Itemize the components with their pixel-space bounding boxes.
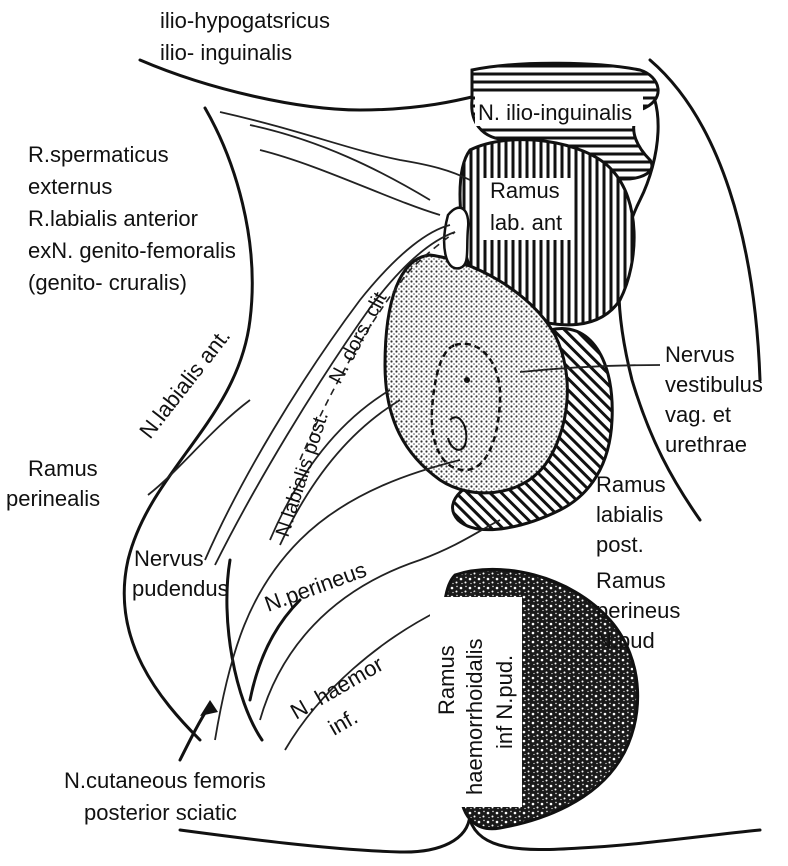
nerve-ilio-2 <box>250 125 430 200</box>
label-ramus-labialis-post-2: labialis <box>596 502 663 527</box>
label-externus: externus <box>28 174 112 199</box>
label-ramus-lab-ant-2: lab. ant <box>490 210 562 235</box>
arrowhead <box>200 700 218 716</box>
label-n-ilio-inguinalis: N. ilio-inguinalis <box>478 100 632 125</box>
outer-body-outline-left <box>140 60 480 110</box>
label-ramus-haemorrhoidalis-2: haemorrhoidalis <box>462 638 487 795</box>
label-nervus-vestibulus-1: Nervus <box>665 342 735 367</box>
label-ilio-hypogastricus: ilio-hypogatsricus <box>160 8 330 33</box>
label-exn-genito-femoralis: exN. genito-femoralis <box>28 238 236 263</box>
label-ramus-perinealis-2: perinealis <box>6 486 100 511</box>
label-nervus-pudendus-1: Nervus <box>134 546 204 571</box>
label-nervus-vestibulus-4: urethrae <box>665 432 747 457</box>
label-ramus-perineus-2: perineus <box>596 598 680 623</box>
right-thigh-edge <box>650 60 760 380</box>
label-ramus-perinealis-1: Ramus <box>28 456 98 481</box>
label-ramus-labialis-post-1: Ramus <box>596 472 666 497</box>
thigh-line-1 <box>227 560 262 740</box>
urethra-dot <box>464 377 470 383</box>
label-ramus-haemorrhoidalis-3: inf N.pud. <box>492 655 517 749</box>
label-r-labialis-anterior: R.labialis anterior <box>28 206 198 231</box>
label-ramus-lab-ant-1: Ramus <box>490 178 560 203</box>
label-n-cutaneous-2: posterior sciatic <box>84 800 237 825</box>
nerve-ilio-1 <box>220 112 470 180</box>
ramus-haemorrhoidalis-label-group: Ramus haemorrhoidalis inf N.pud. <box>430 597 522 807</box>
label-nervus-vestibulus-2: vestibulus <box>665 372 763 397</box>
label-nervus-pudendus-2: pudendus <box>132 576 229 601</box>
label-ramus-labialis-post-3: post. <box>596 532 644 557</box>
label-n-cutaneous-1: N.cutaneous femoris <box>64 768 266 793</box>
nerve-ilio-3 <box>260 150 440 215</box>
label-nervus-vestibulus-3: vag. et <box>665 402 731 427</box>
label-ramus-haemorrhoidalis-1: Ramus <box>434 645 459 715</box>
label-r-spermaticus: R.spermaticus <box>28 142 169 167</box>
label-n-haemor-2: inf. <box>324 704 362 740</box>
label-ilio-inguinalis: ilio- inguinalis <box>160 40 292 65</box>
label-genito-cruralis: (genito- cruralis) <box>28 270 187 295</box>
label-ramus-perineus-3: N.pud <box>596 628 655 653</box>
label-ramus-perineus-1: Ramus <box>596 568 666 593</box>
